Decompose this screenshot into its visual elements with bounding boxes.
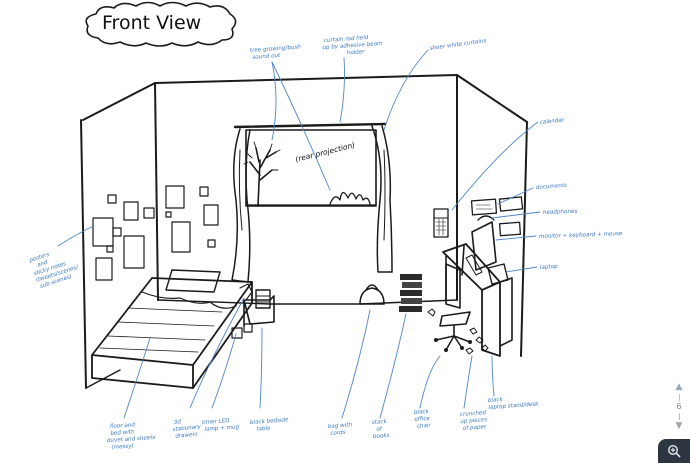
keyboard [465, 254, 483, 276]
annotation-bed: floor and bed with duvet and sheets (mes… [106, 421, 158, 451]
annotation-monitor: monitor + keyboard + mouse [539, 231, 623, 240]
room-walls [80, 74, 528, 389]
annotation-documents: documents [536, 183, 568, 191]
annotation-chair: black office chair [414, 409, 433, 430]
annotation-drawers: 3d stationary drawers [172, 417, 204, 440]
stationary-drawers [255, 289, 271, 309]
annotation-bedside-table: black bedside table [250, 417, 291, 433]
page-down-arrow-icon[interactable]: ▼ [675, 421, 683, 431]
annotation-paper: crunched up pieces of paper [460, 410, 490, 432]
bed [91, 269, 253, 389]
zoom-in-button[interactable] [658, 439, 690, 463]
calendar [433, 208, 449, 238]
books-stack [399, 274, 422, 312]
annotation-lamp: timer LED lamp + mug [202, 417, 240, 433]
bush-icon [329, 191, 371, 205]
page-number: 6 [676, 402, 682, 411]
documents [470, 196, 524, 237]
annotation-laptop-stand: black laptop stand/desk [488, 394, 540, 411]
page-navigator: ▲ 6 ▼ [670, 383, 688, 433]
page-nav-divider [678, 413, 680, 420]
title-cloud: Front View [85, 1, 237, 47]
bag-icon [359, 284, 385, 305]
zoom-in-icon [667, 444, 681, 458]
annotation-tree: tree growing/bush sound out [250, 44, 304, 61]
annotation-posters: posters and sticky notes (tweets/scenes/… [28, 244, 83, 291]
tree-icon [243, 141, 281, 207]
page-title: Front View [102, 12, 201, 34]
annotation-laptop: laptop [540, 264, 559, 271]
annotation-books: stack of books [372, 419, 390, 440]
annotation-curtain-rod: curtain rod held up by adhesive beam hol… [322, 34, 385, 58]
crumpled-paper [427, 308, 489, 355]
window: (rear projection) [233, 122, 387, 207]
office-chair [434, 263, 472, 352]
laptop [487, 263, 509, 285]
headphones [477, 215, 495, 221]
bedside-table [239, 283, 275, 327]
wall-posters [92, 185, 219, 281]
lamp-and-mug [231, 323, 253, 339]
rear-projection-note: (rear projection) [294, 140, 356, 164]
annotation-calendar: calendar [540, 117, 566, 126]
annotation-curtains: sheer white curtains [429, 38, 486, 52]
annotation-bag: bag with cords [328, 422, 355, 437]
page-nav-divider [678, 394, 680, 401]
curtains [231, 125, 393, 283]
annotation-leaders [57, 49, 541, 419]
monitor [471, 221, 497, 271]
annotation-headphones: headphones [543, 209, 578, 216]
page-up-arrow-icon[interactable]: ▲ [675, 382, 683, 392]
annotations: tree growing/bush sound out curtain rod … [28, 34, 623, 451]
